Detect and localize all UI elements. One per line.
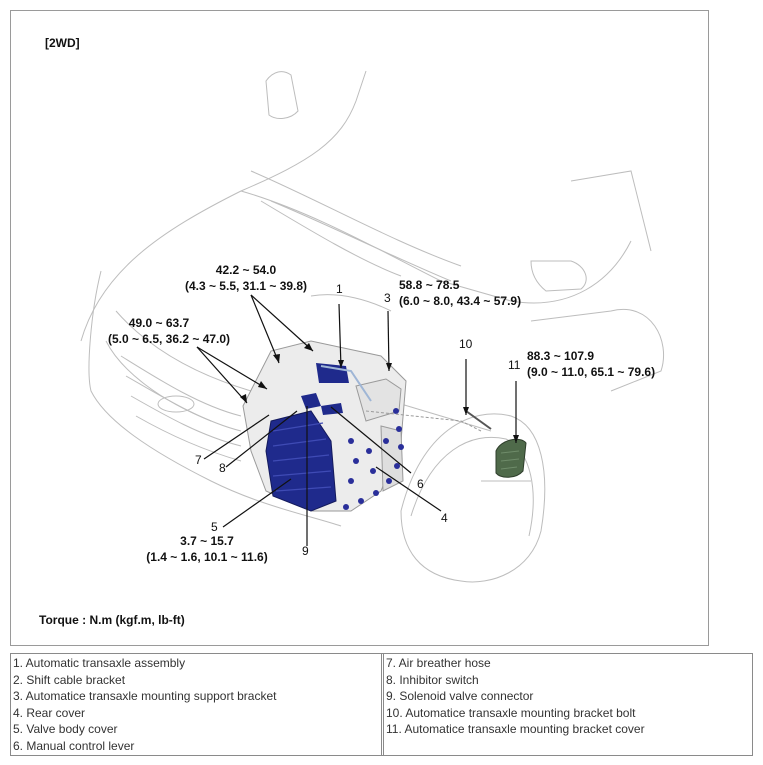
torque-unit-note: Torque : N.m (kgf.m, lb-ft) <box>39 613 185 627</box>
callout-10: 10 <box>459 337 473 351</box>
legend-item: 3. Automatice transaxle mounting support… <box>13 689 277 703</box>
legend-item: 6. Manual control lever <box>13 738 135 753</box>
torque-valve-conv: (1.4 ~ 1.6, 10.1 ~ 11.6) <box>146 550 268 564</box>
callout-4: 4 <box>441 511 448 525</box>
callout-9: 9 <box>302 544 309 558</box>
callout-6: 6 <box>417 477 424 491</box>
mounting-bracket-cover-art <box>495 438 527 478</box>
legend-item: 2. Shift cable bracket <box>13 672 126 687</box>
drivetrain-label: [2WD] <box>45 36 80 50</box>
legend-item: 9. Solenoid valve connector <box>386 689 534 703</box>
callout-3: 3 <box>384 291 391 305</box>
legend-column-left: 1. Automatic transaxle assembly 2. Shift… <box>11 654 382 755</box>
legend-item: 5. Valve body cover <box>13 722 118 736</box>
torque-top-value: 42.2 ~ 54.0 <box>215 263 277 277</box>
legend-column-right: 7. Air breather hose 8. Inhibitor switch… <box>383 654 753 755</box>
legend-item: 10. Automatice transaxle mounting bracke… <box>386 705 636 720</box>
torque-mount-value: 88.3 ~ 107.9 <box>527 349 595 363</box>
figure-frame: [2WD] 42.2 ~ 54.0 (4.3 ~ 5.5, 31.1 ~ 39.… <box>10 10 709 646</box>
callout-8: 8 <box>219 461 226 475</box>
legend-item: 4. Rear cover <box>13 705 86 720</box>
transaxle-diagram <box>80 70 665 583</box>
torque-right-conv: (6.0 ~ 8.0, 43.4 ~ 57.9) <box>399 294 522 308</box>
legend-item: 1. Automatic transaxle assembly <box>13 656 186 670</box>
torque-valve-value: 3.7 ~ 15.7 <box>180 534 234 548</box>
callout-11: 11 <box>508 358 521 372</box>
torque-top-conv: (4.3 ~ 5.5, 31.1 ~ 39.8) <box>184 279 308 293</box>
torque-mount-conv: (9.0 ~ 11.0, 65.1 ~ 79.6) <box>527 365 656 379</box>
torque-left-conv: (5.0 ~ 6.5, 36.2 ~ 47.0) <box>107 332 231 346</box>
legend-item: 7. Air breather hose <box>386 656 491 670</box>
callout-1: 1 <box>336 282 343 296</box>
parts-legend-table: 1. Automatic transaxle assembly 2. Shift… <box>10 653 753 756</box>
car-outline <box>80 70 665 583</box>
legend-item: 11. Automatice transaxle mounting bracke… <box>386 722 645 736</box>
arrow-heads <box>240 343 519 443</box>
legend-item: 8. Inhibitor switch <box>386 672 479 687</box>
torque-right-value: 58.8 ~ 78.5 <box>399 278 460 292</box>
callout-5: 5 <box>211 520 218 534</box>
leader-lines <box>196 294 517 546</box>
transaxle-assembly-art <box>242 340 492 512</box>
callout-7: 7 <box>195 453 202 467</box>
torque-left-value: 49.0 ~ 63.7 <box>128 316 190 330</box>
